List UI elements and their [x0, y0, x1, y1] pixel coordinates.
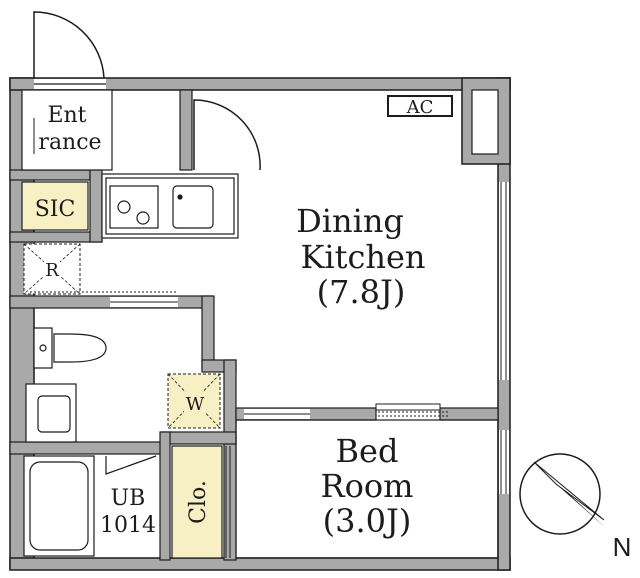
unit-bath-label-1: UB — [111, 486, 146, 511]
compass-circle — [519, 453, 601, 535]
kitchen-counter — [101, 173, 239, 239]
refrigerator-space: R — [23, 243, 81, 295]
bedroom-label-2: Room — [321, 467, 414, 505]
bedroom-label-3: (3.0J) — [323, 502, 412, 540]
windows — [499, 182, 509, 494]
sink — [172, 185, 214, 229]
entrance-label-1: Ent — [47, 103, 86, 128]
aircon-unit — [387, 95, 453, 117]
bedroom-label-1: Bed — [336, 432, 399, 470]
entrance-door-swing — [33, 11, 105, 79]
stove — [109, 185, 159, 229]
washer-label: W — [186, 394, 205, 415]
washer-space: W — [167, 373, 221, 429]
wall-niche — [471, 89, 499, 155]
burner-icon — [136, 211, 150, 225]
refrigerator-label: R — [45, 260, 59, 281]
interior-walls — [9, 89, 499, 561]
sic-label: SIC — [35, 197, 76, 222]
burner-icon — [117, 200, 131, 214]
closet-label: Clo. — [186, 480, 211, 524]
bedroom-sliding-door — [375, 403, 450, 417]
compass-north-label: N — [613, 532, 632, 562]
toilet — [33, 327, 107, 369]
aircon-label: AC — [406, 97, 434, 118]
washbasin — [25, 383, 77, 443]
dining-kitchen-label-3: (7.8J) — [317, 273, 406, 311]
entrance-label-2: rance — [38, 130, 101, 155]
dining-kitchen-label-1: Dining — [296, 202, 404, 240]
dining-kitchen-label-2: Kitchen — [300, 238, 425, 276]
kitchen-door-swing — [193, 99, 261, 171]
sic-storage — [21, 181, 89, 231]
bath-door-swing — [105, 455, 157, 475]
bathtub — [23, 455, 95, 557]
compass: N — [519, 453, 632, 562]
bedroom-area — [235, 419, 499, 559]
closet — [171, 445, 223, 559]
entrance-area — [21, 89, 113, 171]
unit-bath-label-2: 1014 — [100, 513, 156, 538]
